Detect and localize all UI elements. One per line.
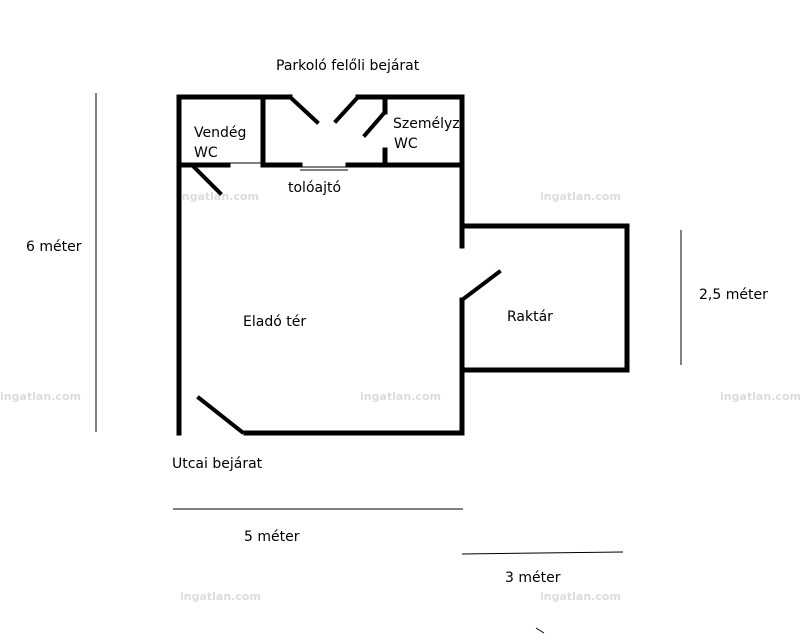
staff-wc-door [362,109,388,138]
street-door [196,395,245,435]
dim-line-width-storage [461,551,624,555]
storage-walls [459,223,630,373]
doors [191,94,502,435]
stray-mark [535,627,545,634]
parking-door-right [333,94,361,124]
watermark: ingatlan.com [178,190,259,203]
watermark: ingatlan.com [720,390,800,403]
staff-wc-label-line1: Személyz [393,116,460,132]
sliding-door-label: tolóajtó [288,180,341,196]
dim-label-height-storage: 2,5 méter [699,287,768,303]
watermark: ingatlan.com [180,590,261,603]
parking-door-left [287,94,320,125]
watermark: ingatlan.com [540,590,621,603]
guest-wc-door [191,164,223,196]
watermark: ingatlan.com [360,390,441,403]
parking-entrance-label: Parkoló felőli bejárat [276,58,420,74]
dim-label-width-storage: 3 méter [505,570,561,586]
sales-area-label: Eladó tér [243,314,306,330]
guest-wc-label-line1: Vendég [194,125,246,141]
guest-wc-label-line2: WC [194,145,218,161]
dim-label-height-main: 6 méter [26,239,82,255]
watermark: ingatlan.com [0,390,81,403]
dim-label-width-main: 5 méter [244,529,300,545]
street-entrance-label: Utcai bejárat [172,456,263,472]
staff-wc-label-line2: WC [394,136,418,152]
watermark: ingatlan.com [540,190,621,203]
storage-door [459,269,502,303]
dimension-lines [95,93,682,555]
thin-lines [226,162,348,171]
storage-label: Raktár [507,309,553,325]
watermarks: ingatlan.com ingatlan.com ingatlan.com i… [0,190,800,603]
